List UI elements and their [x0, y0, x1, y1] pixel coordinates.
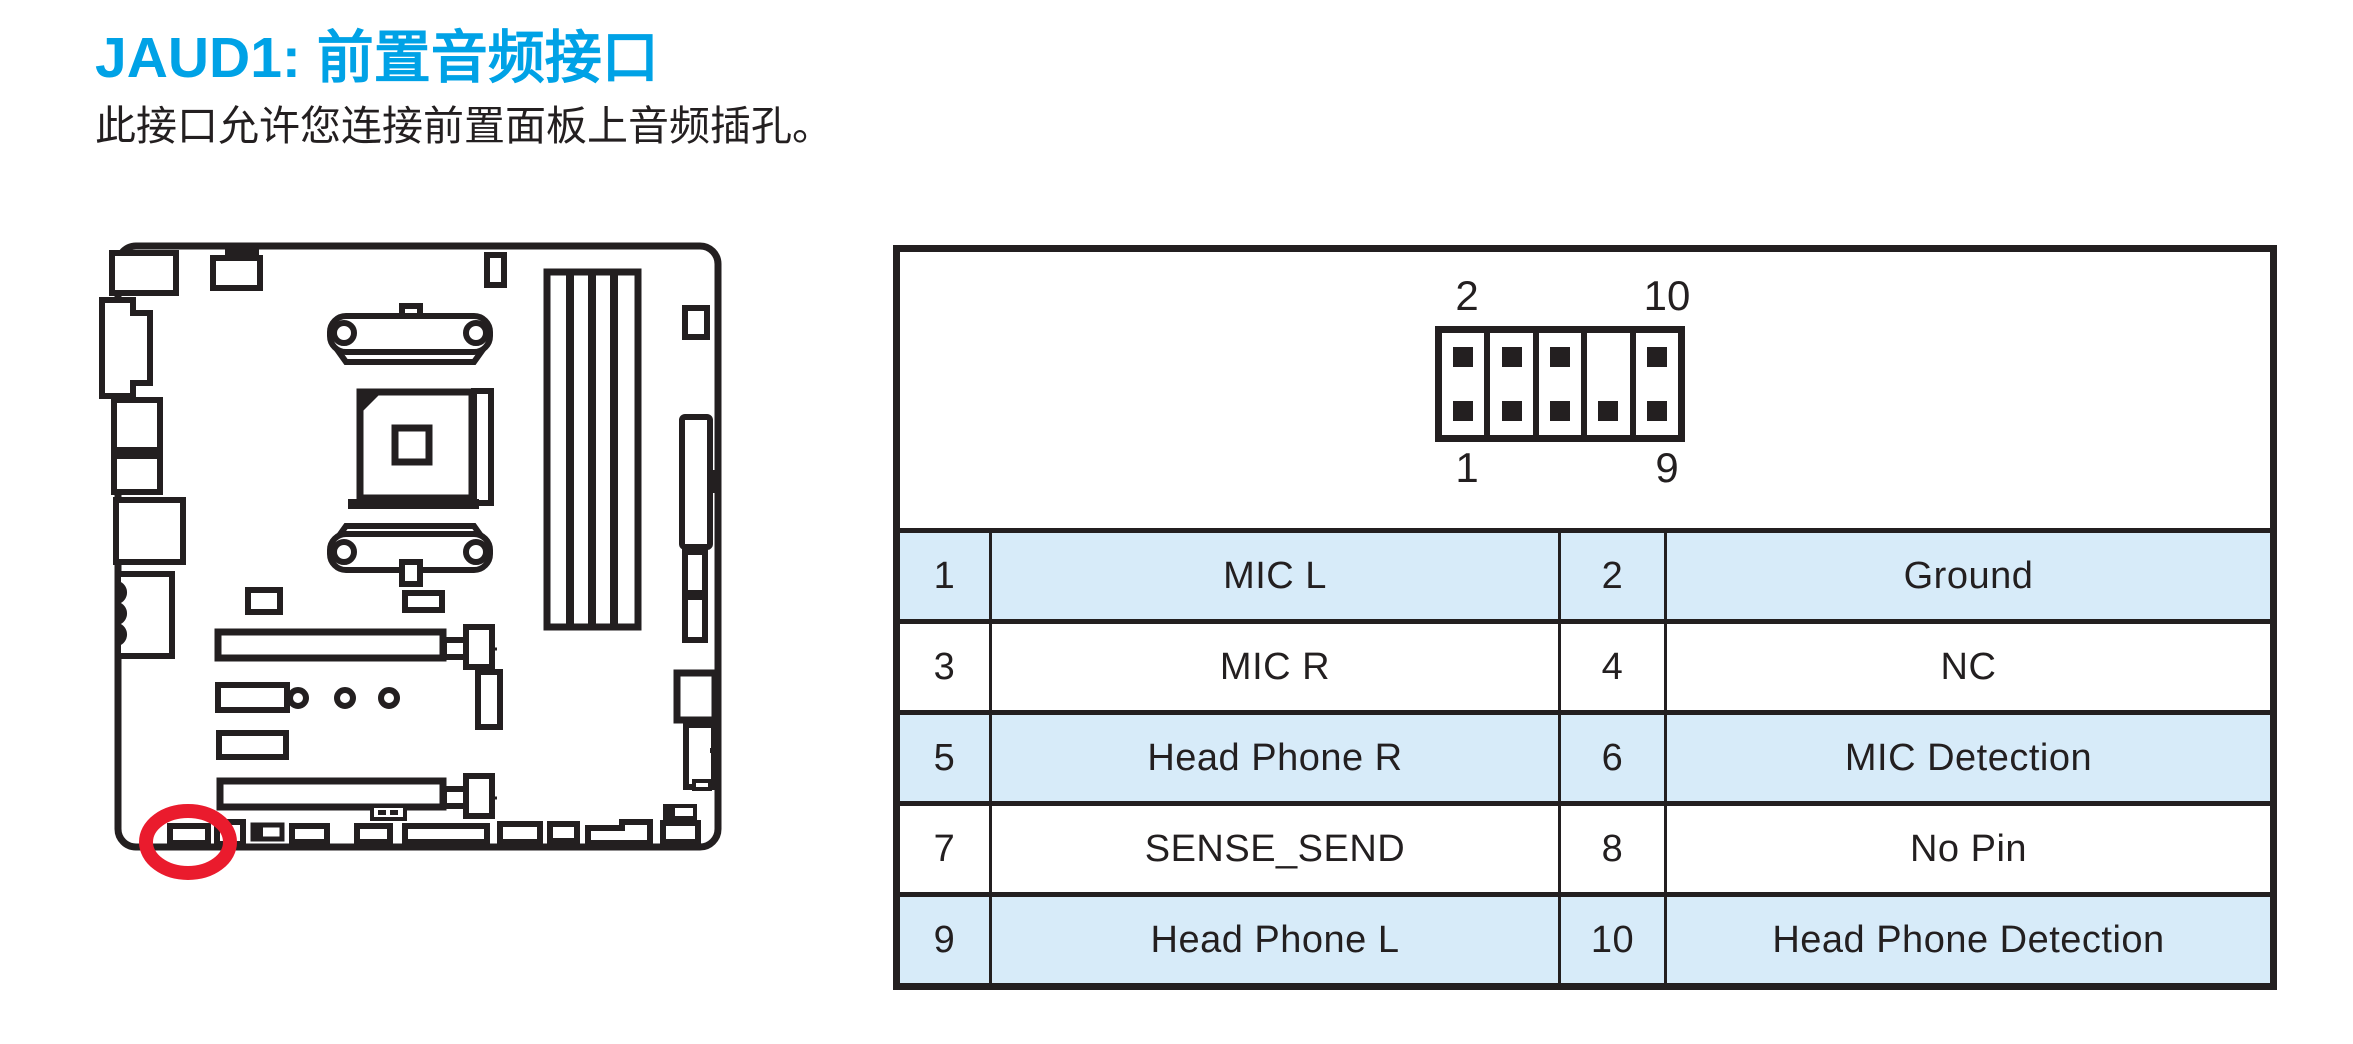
- signal-cell: Head Phone Detection: [1664, 897, 2270, 983]
- middle-components: [215, 587, 503, 760]
- right-edge-components: [663, 305, 719, 820]
- signal-cell: Ground: [1664, 533, 2270, 619]
- signal-cell: Head Phone R: [989, 715, 1558, 801]
- page-title: JAUD1: 前置音频接口: [95, 26, 659, 90]
- top-connectors: [210, 247, 507, 291]
- cooler-bracket-bottom: [327, 523, 493, 587]
- pin-number-cell: 1: [933, 554, 956, 597]
- pin-dot: [1453, 401, 1474, 421]
- dimm-slots: [543, 268, 642, 631]
- pin-number-cell: 5: [933, 736, 956, 779]
- pin-cell: [1484, 333, 1532, 435]
- signal-cell: MIC L: [989, 533, 1558, 619]
- pin-number-cell: 7: [933, 827, 956, 870]
- pin-dot: [1453, 347, 1474, 367]
- pin-label-bottom-right: 9: [1655, 444, 1679, 491]
- pin-number-cell: 8: [1558, 806, 1664, 892]
- pin-number-cell: 9: [933, 918, 956, 961]
- table-row: 5 Head Phone R 6 MIC Detection: [900, 710, 2270, 801]
- pin-connector-diagram: 2 10 1 9: [900, 252, 2270, 528]
- pin-number-cell: 10: [1558, 897, 1664, 983]
- pin-connector: [1435, 326, 1685, 442]
- jaud1-highlight-circle: [139, 804, 237, 880]
- pin-dot: [1598, 401, 1619, 421]
- signal-cell: MIC Detection: [1664, 715, 2270, 801]
- table-row: 9 Head Phone L 10 Head Phone Detection: [900, 892, 2270, 983]
- pin-cell-no-pin: [1581, 333, 1629, 435]
- table-row: 3 MIC R 4 NC: [900, 619, 2270, 710]
- signal-cell: MIC R: [989, 624, 1558, 710]
- pin-assignment-table: 2 10 1 9 1 MIC L 2 Ground 3 MIC R 4 NC 5…: [893, 245, 2277, 990]
- cooler-bracket-top: [327, 303, 493, 365]
- pin-number-cell: 3: [933, 645, 956, 688]
- signal-cell: No Pin: [1664, 806, 2270, 892]
- motherboard-location-diagram: [99, 242, 722, 880]
- pin-cell: [1442, 333, 1484, 435]
- pin-cell: [1532, 333, 1581, 435]
- pin-label-top-right: 10: [1643, 272, 1691, 319]
- pin-dot: [1501, 347, 1522, 367]
- cpu-socket: [348, 388, 494, 509]
- table-row: 7 SENSE_SEND 8 No Pin: [900, 801, 2270, 892]
- pin-number-cell: 6: [1558, 715, 1664, 801]
- bottom-headers: [167, 819, 701, 847]
- pcie-slots: [214, 624, 497, 821]
- signal-cell: SENSE_SEND: [989, 806, 1558, 892]
- pin-dot: [1501, 401, 1522, 421]
- pin-dot: [1646, 347, 1667, 367]
- signal-cell: NC: [1664, 624, 2270, 710]
- pin-dot: [1550, 401, 1571, 421]
- pin-dot: [1646, 401, 1667, 421]
- rear-io-ports: [99, 250, 186, 659]
- pin-dot: [1550, 347, 1571, 367]
- signal-cell: Head Phone L: [989, 897, 1558, 983]
- page-subtitle: 此接口允许您连接前置面板上音频插孔。: [95, 103, 833, 149]
- pin-label-top-left: 2: [1455, 272, 1479, 319]
- pin-number-cell: 4: [1558, 624, 1664, 710]
- pin-cell: [1629, 333, 1678, 435]
- table-row: 1 MIC L 2 Ground: [900, 528, 2270, 619]
- pin-label-bottom-left: 1: [1455, 444, 1479, 491]
- pin-number-cell: 2: [1558, 533, 1664, 619]
